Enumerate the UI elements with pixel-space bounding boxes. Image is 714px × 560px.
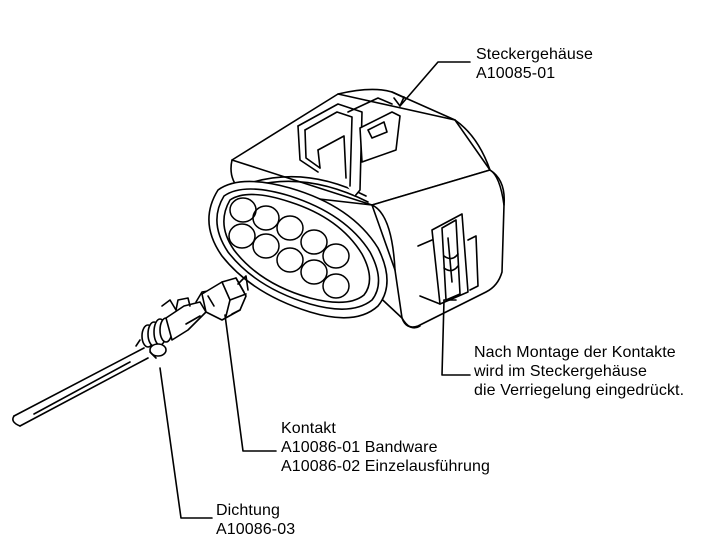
contact-label: Kontakt A10086-01 Bandware A10086-02 Ein… (281, 419, 490, 476)
seal-label-name: Dichtung (216, 502, 280, 519)
crimp-contact (161, 275, 249, 341)
locking-note-line1: Nach Montage der Kontakte (474, 344, 676, 361)
housing-label-name: Steckergehäuse (476, 46, 594, 63)
locking-note-label: Nach Montage der Kontakte wird im Stecke… (474, 343, 684, 400)
seal-label: Dichtung A10086-03 (216, 501, 295, 539)
leader-note (441, 299, 471, 376)
leader-seal (159, 367, 213, 519)
wire (12, 347, 149, 427)
contact-label-part2: A10086-02 Einzelausführung (281, 458, 490, 475)
seal-label-part: A10086-03 (216, 521, 296, 538)
contact-label-name: Kontakt (281, 420, 336, 437)
seal-part (135, 317, 173, 359)
housing-label: Steckergehäuse A10085-01 (476, 45, 593, 83)
seal-face (208, 180, 388, 319)
locking-note-line3: die Verriegelung eingedrückt. (474, 382, 685, 399)
housing-label-part: A10085-01 (476, 65, 556, 82)
leader-housing (393, 61, 471, 107)
locking-note-line2: wird im Steckergehäuse (474, 363, 647, 380)
contact-label-part1: A10086-01 Bandware (281, 439, 438, 456)
leader-contact (224, 314, 277, 452)
